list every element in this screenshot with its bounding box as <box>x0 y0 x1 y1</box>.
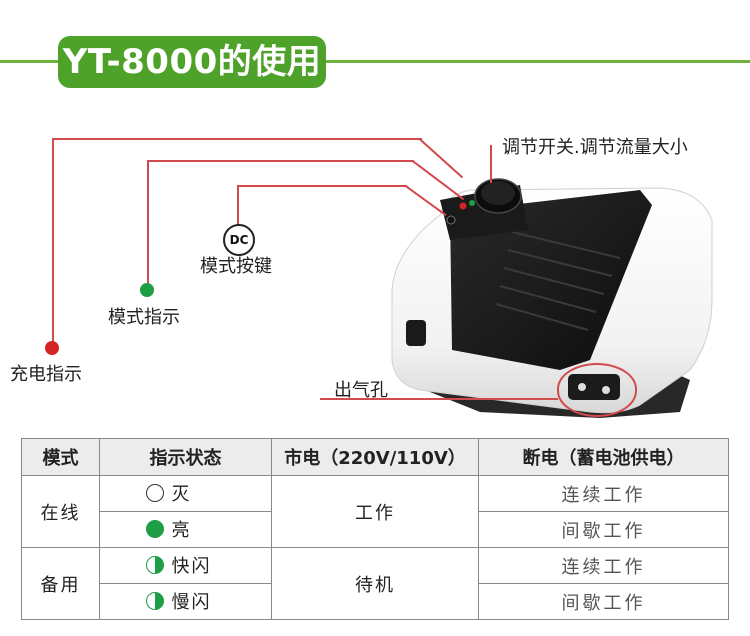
table-row: 慢闪 间歇工作 <box>22 583 729 620</box>
knob-label: 调节开关.调节流量大小 <box>502 137 688 158</box>
state-text: 快闪 <box>171 556 212 577</box>
state-cell: 灭 <box>99 475 272 512</box>
half-circle-icon <box>145 592 164 610</box>
battery-cell: 间歇工作 <box>478 583 729 620</box>
state-text: 慢闪 <box>171 592 212 613</box>
mode-indicator-label: 模式指示 <box>108 307 180 328</box>
table-row: 亮 间歇工作 <box>22 511 729 548</box>
battery-cell: 间歇工作 <box>478 511 729 548</box>
dc-button-label: 模式按键 <box>200 256 272 277</box>
battery-cell: 连续工作 <box>478 475 729 512</box>
dc-badge-icon: DC <box>223 224 255 256</box>
mode-cell-online: 在线 <box>21 475 100 548</box>
battery-cell: 连续工作 <box>478 547 729 584</box>
state-text: 亮 <box>171 520 192 541</box>
charge-indicator-red-dot <box>45 341 59 355</box>
mode-status-table: 模式 指示状态 市电（220V/110V） 断电（蓄电池供电） 在线 灭 工作 … <box>21 438 729 620</box>
page-title: YT-8000的使用 <box>58 36 326 88</box>
charge-callout-line-v <box>52 138 54 348</box>
mains-cell-online: 工作 <box>271 475 479 548</box>
charge-callout-line-h <box>52 138 422 140</box>
state-cell: 快闪 <box>99 547 272 584</box>
table-row: 在线 灭 工作 连续工作 <box>21 475 729 548</box>
state-text: 灭 <box>171 484 192 505</box>
dc-callout-line-h <box>237 185 407 187</box>
hollow-circle-icon <box>145 484 164 502</box>
outlet-highlight-ring <box>557 363 637 417</box>
outlet-callout-line <box>320 398 558 400</box>
charge-indicator-label: 充电指示 <box>10 364 82 385</box>
header-battery-power: 断电（蓄电池供电） <box>478 438 729 476</box>
filled-circle-icon <box>145 520 164 538</box>
header-indicator-state: 指示状态 <box>99 438 272 476</box>
knob-callout-line <box>490 145 492 183</box>
mode-callout-line-v <box>147 160 149 287</box>
state-cell: 亮 <box>99 511 272 548</box>
outlet-label: 出气孔 <box>334 380 388 401</box>
header-mains-power: 市电（220V/110V） <box>271 438 479 476</box>
header-mode: 模式 <box>21 438 100 476</box>
state-cell: 慢闪 <box>99 583 272 620</box>
mains-cell-standby: 待机 <box>271 547 479 620</box>
table-row: 备用 快闪 待机 连续工作 <box>21 547 729 620</box>
half-circle-icon <box>145 556 164 574</box>
table-header-row: 模式 指示状态 市电（220V/110V） 断电（蓄电池供电） <box>21 438 729 476</box>
mode-indicator-green-dot <box>140 283 154 297</box>
air-pump-illustration <box>391 178 713 418</box>
header-divider-line <box>0 60 750 63</box>
mode-cell-standby: 备用 <box>21 547 100 620</box>
dc-callout-line-v <box>237 185 239 225</box>
mode-callout-line-h <box>147 160 414 162</box>
